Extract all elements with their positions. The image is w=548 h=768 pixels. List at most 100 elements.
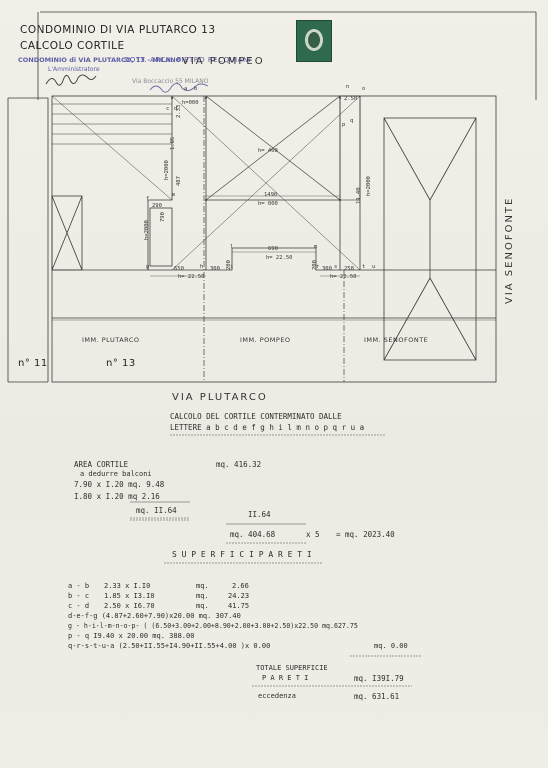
total-underline: [252, 685, 412, 687]
dim-300-left: 300: [210, 266, 220, 272]
street-via-pompeo: VIA POMPEO: [182, 56, 265, 67]
dim-487: 487: [176, 176, 182, 186]
architect-stamp: DOTT. ARCH. PIETRO RECQUIANI: [124, 56, 252, 64]
balcony-subtotal: mq. II.64: [136, 506, 177, 515]
point-u: u: [372, 264, 376, 270]
wall-expr-bc: 1.85 x I3.I0: [104, 592, 155, 600]
wall-val-ab: 2.66: [232, 582, 249, 590]
net-area: mq. 404.68: [230, 530, 276, 539]
calc-title-line1: CALCOLO DEL CORTILE CONTERMINATO DALLE: [170, 412, 342, 421]
wall-unit-bc: mq.: [196, 592, 209, 600]
dim-290: 290: [152, 203, 162, 209]
point-b: b: [194, 86, 198, 92]
dim-h400: h= 400: [258, 148, 278, 154]
wall-qrstua-value: mq. 0.00: [374, 642, 408, 650]
balcony-row-2: I.80 x I.20 mq 2.16: [74, 492, 160, 501]
street-via-senofonte: VIA SENOFONTE: [504, 196, 515, 304]
dim-h000-top: h=000: [182, 100, 199, 106]
point-o: o: [362, 86, 366, 92]
wall-defg: d-e-f-g (4.87+2.60+7.90)x20.00 mq. 307.4…: [68, 612, 241, 620]
street-via-plutarco: VIA PLUTARCO: [172, 392, 268, 403]
point-m: m: [314, 244, 318, 250]
civic-number-13: n° 13: [106, 358, 136, 369]
point-p: p: [342, 122, 346, 128]
point-r: r: [316, 264, 320, 270]
wall-seg-cd: c - d: [68, 602, 90, 610]
dim-h2000-left: h=2000: [144, 220, 150, 240]
doc-title-line1: CONDOMINIO DI VIA PLUTARCO 13: [20, 24, 216, 36]
subtotal-rule: [130, 501, 190, 503]
total-label-1: TOTALE SUPERFICIE: [256, 664, 328, 672]
point-g: g: [146, 264, 150, 270]
dim-650: 650: [174, 266, 184, 272]
wall-val-cd: 41.75: [228, 602, 250, 610]
label-imm-pompeo: IMM. POMPEO: [240, 336, 291, 344]
dim-h2250-mid: h= 22.50: [266, 255, 293, 261]
dim-1490: 1490: [264, 192, 278, 198]
point-h: h: [200, 264, 204, 270]
dim-790: 790: [160, 212, 166, 222]
area-label: AREA CORTILE: [74, 460, 129, 469]
revenue-stamp: [296, 20, 332, 62]
wall-expr-cd: 2.50 x I6.70: [104, 602, 155, 610]
wall-unit-ab: mq.: [196, 582, 209, 590]
wall-qrstua: q-r-s-t-u-a (2.50+II.55+I4.90+II.55+4.00…: [68, 642, 271, 650]
label-imm-senofonte: IMM. SENOFONTE: [364, 336, 429, 344]
point-s: s: [334, 264, 338, 270]
point-n: n: [346, 84, 350, 90]
wall-val-bc: 24.23: [228, 592, 250, 600]
dim-250: 2.50: [344, 96, 358, 102]
multiplier: x 5: [306, 530, 320, 539]
point-f: f: [146, 196, 150, 202]
point-c: c: [166, 106, 170, 112]
superfici-underline: [164, 562, 322, 564]
volume-result: = mq. 2023.40: [336, 530, 395, 539]
amministratore-stamp: L'Amministratore: [48, 66, 100, 73]
dim-300-right: 300: [322, 266, 332, 272]
point-e: e: [172, 192, 176, 198]
eccedenza-label: eccedenza: [258, 692, 296, 700]
dim-h2250-left: h= 22.50: [178, 274, 205, 280]
total-value: mq. I39I.79: [354, 674, 404, 683]
wall-seg-bc: b - c: [68, 592, 90, 600]
wall-pq: p - q I9.40 x 20.00 mq. 388.00: [68, 632, 195, 640]
wall-expr-ab: 2.33 x I.I0: [104, 582, 151, 590]
doc-title-line2: CALCOLO CORTILE: [20, 40, 125, 52]
dim-1940: 19.40: [356, 187, 362, 204]
wall-seg-ab: a - b: [68, 582, 90, 590]
superfici-pareti-title: S U P E R F I C I P A R E T I: [172, 550, 312, 559]
dim-h2250-right: h= 22.50: [330, 274, 357, 280]
architect-address-stamp: Via Boccaccio 55 MILANO: [132, 78, 209, 85]
subtotal-double-rule: [130, 517, 190, 521]
point-d: d: [174, 106, 178, 112]
condominio-stamp: CONDOMINIO di VIA PLUTARCO, 13 - MILANO: [18, 56, 182, 64]
deduction-value: II.64: [248, 510, 271, 519]
dim-h000: h= 000: [258, 201, 278, 207]
point-q: q: [350, 118, 354, 124]
net-underline: [226, 542, 306, 544]
label-imm-plutarco: IMM. PLUTARCO: [82, 336, 140, 344]
dim-690: 690: [268, 246, 278, 252]
dim-258: 258: [344, 266, 354, 272]
point-a: a: [184, 86, 188, 92]
point-i: i: [230, 264, 234, 270]
area-value: mq. 416.32: [216, 460, 262, 469]
total-label-2: P A R E T I: [262, 674, 309, 682]
wall-long: g - h-i-l-m-n-o-p- ( (6.50+3.00+2.00+8.9…: [68, 622, 358, 630]
total-rule: [350, 655, 422, 657]
net-rule: [226, 523, 306, 525]
point-l: l: [230, 244, 234, 250]
dim-185: 1.85: [170, 136, 176, 150]
deduct-label: a dedurre balconi: [80, 470, 152, 478]
eccedenza-value: mq. 631.61: [354, 692, 400, 701]
dim-h2000-col: h=2000: [164, 160, 170, 180]
calc-title-underline: [170, 434, 386, 436]
dim-h2000-right: h=2000: [366, 176, 372, 196]
balcony-row-1: 7.90 x I.20 mq. 9.48: [74, 480, 165, 489]
wall-unit-cd: mq.: [196, 602, 209, 610]
civic-number-11: n° 11: [18, 358, 48, 369]
calc-title-line2: LETTERE a b c d e f g h i l m n o p q r …: [170, 423, 365, 432]
point-t: t: [362, 264, 366, 270]
